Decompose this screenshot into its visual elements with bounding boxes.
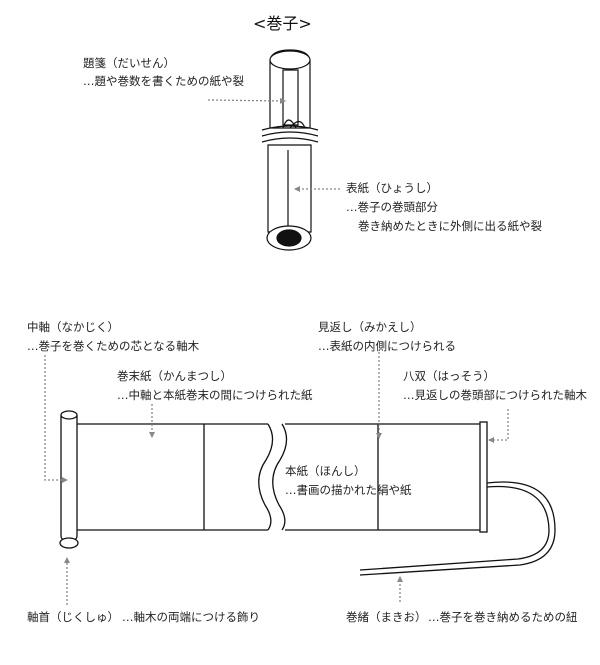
honshi-desc: …書画の描かれた絹や紙 xyxy=(285,483,412,497)
mikaeshi-desc: …表紙の内側につけられる xyxy=(318,339,456,353)
nakajiku-name: 中軸（なかじく） xyxy=(27,320,119,334)
daisen-desc: …題や巻数を書くための紙や裂 xyxy=(83,74,244,88)
mikaeshi-name: 見返し（みかえし） xyxy=(318,320,422,334)
rolled-scroll xyxy=(261,49,319,251)
makio-desc: …巻子を巻き納めるための紐 xyxy=(428,610,578,624)
kanmatsushi-desc: …中軸と本紙巻末の間につけられた紙 xyxy=(117,388,313,402)
jikukubi-name: 軸首（じくしゅ） xyxy=(27,610,119,624)
page-title: <巻子> xyxy=(253,14,312,33)
hyoshi-desc2: 巻き納めたときに外側に出る紙や裂 xyxy=(358,219,542,233)
unrolled-scroll xyxy=(59,410,556,576)
hassou-desc: …見返しの巻頭部につけられた軸木 xyxy=(403,388,587,402)
makio-name: 巻緒（まきお） xyxy=(346,610,427,624)
jikukubi-desc: …軸木の両端につける飾り xyxy=(122,610,260,624)
honshi-name: 本紙（ほんし） xyxy=(285,464,366,478)
daisen-name: 題箋（だいせん） xyxy=(83,56,175,70)
nakajiku-desc: …巻子を巻くための芯となる軸木 xyxy=(27,339,200,353)
kanmatsushi-name: 巻末紙（かんまつし） xyxy=(117,369,232,383)
hyoshi-desc1: …巻子の巻頭部分 xyxy=(346,200,438,214)
leader-lines xyxy=(44,97,509,605)
hassou-name: 八双（はっそう） xyxy=(403,369,495,383)
hyoshi-name: 表紙（ひょうし） xyxy=(346,181,438,195)
